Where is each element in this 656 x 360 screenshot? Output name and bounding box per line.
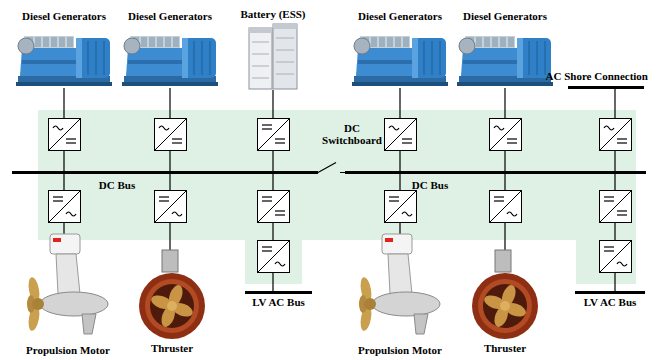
- converter-symbol: [385, 191, 417, 223]
- generator: Diesel Generators: [122, 24, 218, 88]
- generator-picture: [122, 36, 218, 86]
- converter-symbol: [258, 241, 290, 273]
- converter-symbol: [155, 191, 187, 223]
- lv-ac-bus-label: LV AC Bus: [584, 296, 637, 308]
- battery-picture: [249, 24, 297, 89]
- generator: Diesel Generators: [16, 24, 112, 88]
- thruster-picture: [472, 250, 538, 339]
- battery-label: Battery (ESS): [240, 8, 305, 20]
- thruster-picture: [139, 250, 205, 339]
- motor-picture: [359, 234, 440, 334]
- thruster-label: Thruster: [484, 342, 526, 354]
- battery: Battery (ESS): [248, 22, 298, 90]
- lv-ac-bus: LV AC Bus: [245, 291, 312, 294]
- converter-symbol: [600, 191, 632, 223]
- generator-label: Diesel Generators: [128, 10, 212, 22]
- propulsion-motor-label: Propulsion Motor: [358, 344, 442, 356]
- dc-bus: DC Bus: [12, 171, 318, 174]
- dc-bus-label: DC Bus: [412, 179, 448, 191]
- generator-picture: [352, 36, 448, 86]
- lv-ac-bus-label: LV AC Bus: [252, 296, 305, 308]
- dc-bus-label: DC Bus: [99, 179, 135, 191]
- generator: Diesel Generators: [457, 24, 553, 88]
- thruster: Thruster: [469, 250, 541, 340]
- generator-picture: [457, 36, 553, 86]
- dc-bus: DC Bus: [345, 171, 646, 174]
- generator-label: Diesel Generators: [22, 10, 106, 22]
- converter-symbol: [490, 191, 522, 223]
- converter-symbol: [600, 241, 632, 273]
- motor-picture: [27, 234, 108, 334]
- converter-symbol: [49, 191, 81, 223]
- converter-symbol: [385, 119, 417, 151]
- power-line: [318, 163, 345, 173]
- converter-symbol: [155, 119, 187, 151]
- switchboard-area: [38, 110, 636, 284]
- switchboard-band: DC Switchboard: [38, 110, 636, 240]
- propulsion-motor-label: Propulsion Motor: [26, 344, 110, 356]
- converter-symbol: [258, 191, 290, 223]
- lv-ac-bus: LV AC Bus: [575, 291, 645, 294]
- shore-connection: AC Shore Connection: [568, 86, 644, 89]
- generator-label: Diesel Generators: [463, 10, 547, 22]
- generator-picture: [16, 36, 112, 86]
- thruster-label: Thruster: [151, 342, 193, 354]
- shore-connection-label: AC Shore Connection: [546, 70, 648, 82]
- switchboard-band-label: DC Switchboard: [316, 122, 388, 146]
- converter-symbol: [490, 119, 522, 151]
- generator-label: Diesel Generators: [358, 10, 442, 22]
- propulsion-motor: Propulsion Motor: [354, 234, 446, 342]
- thruster: Thruster: [136, 250, 208, 340]
- generator: Diesel Generators: [352, 24, 448, 88]
- propulsion-motor: Propulsion Motor: [22, 234, 114, 342]
- converter-symbol: [49, 119, 81, 151]
- converter-symbol: [258, 119, 290, 151]
- converter-symbol: [600, 119, 632, 151]
